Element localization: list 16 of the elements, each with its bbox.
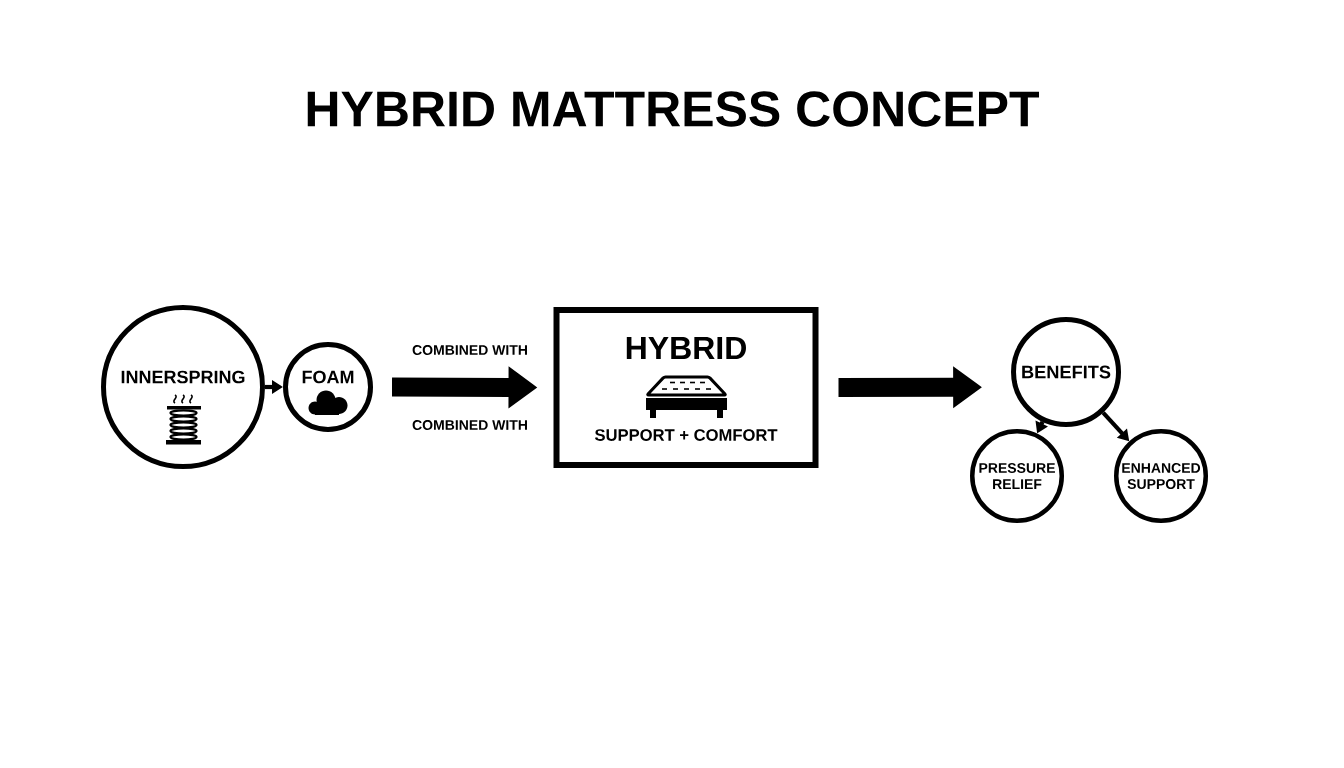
- node-label: BENEFITS: [1022, 365, 1111, 379]
- node-label: INNERSPRING: [121, 370, 245, 384]
- node-label: FOAM: [302, 370, 354, 384]
- arrow-label: COMBINED WITH: [412, 420, 527, 430]
- node-label: PRESSURE RELIEF: [979, 463, 1055, 489]
- circle-node: [970, 429, 1064, 523]
- circle-node: [1011, 317, 1121, 427]
- circle-node: [283, 342, 373, 432]
- heading: HYBRID: [626, 337, 746, 359]
- subtitle: SUPPORT + COMFORT: [594, 429, 778, 441]
- circle-node: [101, 305, 265, 469]
- circle-node: [1114, 429, 1208, 523]
- edge-label: COMBINED WITH: [412, 345, 527, 355]
- node-label: ENHANCED SUPPORT: [1122, 463, 1201, 489]
- process-box: [553, 307, 819, 468]
- title: HYBRID MATTRESS CONCEPT: [307, 91, 1039, 127]
